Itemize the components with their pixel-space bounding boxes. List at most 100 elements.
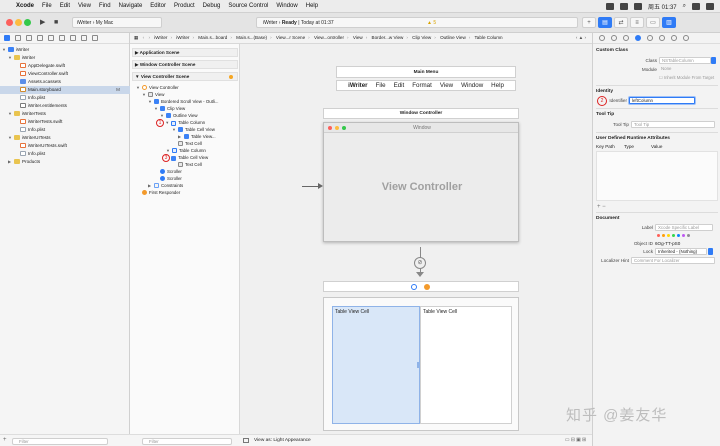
history-inspector-tab-icon[interactable] xyxy=(611,35,617,41)
help-inspector-tab-icon[interactable] xyxy=(623,35,629,41)
inherit-module-checkbox[interactable]: ☐ Inherit Module From Target xyxy=(659,75,715,80)
table-cell-label[interactable]: Table View Cell xyxy=(335,309,370,315)
menu-preview-item[interactable]: View xyxy=(439,82,454,89)
outline-filter-input[interactable]: Filter xyxy=(142,438,232,445)
outline-row[interactable]: ▼Table Cell View xyxy=(172,127,215,133)
main-menu-scene-label[interactable]: Main Menu xyxy=(336,66,516,78)
menu-product[interactable]: Product xyxy=(173,3,195,9)
view-controller-dock-icon[interactable] xyxy=(411,284,417,290)
nav-item-file[interactable]: iWriterUITests.swift xyxy=(0,142,130,150)
debug-tab-icon[interactable] xyxy=(70,35,76,41)
connections-inspector-tab-icon[interactable] xyxy=(671,35,677,41)
color-swatch[interactable] xyxy=(677,234,680,237)
forward-icon[interactable]: › xyxy=(148,35,150,40)
table-column-2[interactable]: Table View Cell xyxy=(420,306,512,424)
column-header[interactable]: Key Path xyxy=(596,144,615,149)
run-icon[interactable]: ▶ xyxy=(40,19,46,26)
scene-header[interactable]: ▶ Application Scene xyxy=(132,48,238,57)
stop-icon[interactable]: ■ xyxy=(54,19,59,26)
menu-edit[interactable]: Edit xyxy=(59,3,71,9)
column-header[interactable]: Type xyxy=(624,144,634,149)
disclosure-closed-icon[interactable]: ▶ xyxy=(135,62,140,67)
menu-window[interactable]: Window xyxy=(276,3,298,9)
outline-row[interactable]: ▼View xyxy=(142,92,165,98)
library-button[interactable]: + xyxy=(582,17,596,28)
appearance-label[interactable]: View as: Light Appearance xyxy=(254,438,311,443)
color-swatch[interactable] xyxy=(662,234,665,237)
label-color-swatches[interactable] xyxy=(657,234,690,237)
menu-view[interactable]: View xyxy=(78,3,91,9)
disclosure-open-icon[interactable]: ▼ xyxy=(8,111,12,116)
source-control-tab-icon[interactable] xyxy=(15,35,21,41)
table-cell-label[interactable]: Table View Cell xyxy=(423,309,458,315)
breadcrumb-item[interactable]: Clip View xyxy=(412,35,432,40)
navigator-filter-input[interactable]: Filter xyxy=(12,438,108,445)
identity-inspector-tab-icon[interactable] xyxy=(635,35,641,41)
color-swatch[interactable] xyxy=(687,234,690,237)
color-swatch[interactable] xyxy=(657,234,660,237)
tooltip-input[interactable]: Tool Tip xyxy=(631,121,715,128)
nav-item-file[interactable]: Assets.xcassets xyxy=(0,78,130,86)
lock-select[interactable]: Inherited - (Nothing) xyxy=(655,248,707,255)
outline-row[interactable]: ▼Clip View xyxy=(154,106,186,112)
window-controller-scene[interactable]: Window View Controller xyxy=(323,122,519,242)
menu-navigate[interactable]: Navigate xyxy=(118,3,143,9)
back-icon[interactable]: ‹ xyxy=(142,35,145,40)
runtime-attributes-table[interactable] xyxy=(596,151,718,201)
control-center-icon[interactable] xyxy=(692,3,700,10)
outline-row[interactable]: Scroller xyxy=(160,168,182,175)
disclosure-open-icon[interactable]: ▼ xyxy=(142,92,146,97)
disclosure-open-icon[interactable]: ▼ xyxy=(160,113,164,118)
project-navigator-tab-icon[interactable] xyxy=(4,35,10,41)
scene-header[interactable]: ▼ View Controller Scene xyxy=(132,72,238,81)
menu-preview-item[interactable]: iWriter xyxy=(348,82,368,89)
outline-row[interactable]: ▼Bordered Scroll View - Outli... xyxy=(148,99,219,105)
window-titlebar[interactable]: Window xyxy=(324,123,518,133)
outline-row-table-column-1[interactable]: 1 ▼Table Column xyxy=(156,119,205,127)
nav-item-file[interactable]: Info.plist xyxy=(0,94,130,102)
outline-row-table-column-2[interactable]: ▼Table Column xyxy=(166,148,206,154)
outline-row[interactable]: 3 Table Cell View xyxy=(162,154,208,162)
bindings-inspector-tab-icon[interactable] xyxy=(683,35,689,41)
nav-item-file[interactable]: AppDelegate.swift xyxy=(0,62,130,70)
segue-icon[interactable]: ⊘ xyxy=(414,257,426,269)
nav-item-group[interactable]: ▶Products xyxy=(8,159,41,165)
breakpoint-tab-icon[interactable] xyxy=(81,35,87,41)
table-column-1[interactable]: Table View Cell xyxy=(332,306,420,424)
scheme-selector[interactable]: iWriter › My Mac xyxy=(72,17,162,28)
view-controller-dock[interactable] xyxy=(323,281,519,292)
identifier-input[interactable]: leftColumn xyxy=(629,97,695,104)
symbol-tab-icon[interactable] xyxy=(26,35,32,41)
disclosure-open-icon[interactable]: ▼ xyxy=(136,85,140,90)
outline-row[interactable]: Text Cell xyxy=(178,161,202,168)
module-select[interactable]: None xyxy=(661,66,672,71)
menu-editor[interactable]: Editor xyxy=(150,3,166,9)
menu-xcode[interactable]: Xcode xyxy=(16,3,35,9)
main-menu-preview[interactable]: iWriter File Edit Format View Window Hel… xyxy=(336,80,516,91)
debug-toggle-button[interactable]: ▭ xyxy=(646,17,660,28)
menu-preview-item[interactable]: Help xyxy=(491,82,504,89)
nav-item-file[interactable]: Info.plist xyxy=(0,126,130,134)
outline-row[interactable]: ▶Table View... xyxy=(178,134,216,140)
nav-item-project[interactable]: ▼iWriter xyxy=(2,47,30,53)
nav-item-file[interactable]: ViewController.swift xyxy=(0,70,130,78)
breadcrumb-item[interactable]: Main.s...board xyxy=(198,35,228,40)
breadcrumb-item[interactable]: iWriter xyxy=(154,35,168,40)
notification-icon[interactable] xyxy=(706,3,714,10)
nav-item-group[interactable]: ▼iWriterUITests xyxy=(8,135,51,141)
first-responder-dock-icon[interactable] xyxy=(424,284,430,290)
menu-preview-item[interactable]: File xyxy=(375,82,386,89)
breadcrumb-item[interactable]: iWriter xyxy=(176,35,190,40)
breadcrumb-item[interactable]: Table Column xyxy=(474,35,503,40)
column-resize-handle[interactable] xyxy=(417,362,419,368)
nav-item-file[interactable]: Info.plist xyxy=(0,150,130,158)
issue-nav-arrows[interactable]: ‹ ▲ › xyxy=(575,35,586,40)
issue-tab-icon[interactable] xyxy=(48,35,54,41)
size-inspector-tab-icon[interactable] xyxy=(659,35,665,41)
disclosure-open-icon[interactable]: ▼ xyxy=(165,120,170,126)
input-method-icon[interactable] xyxy=(633,3,642,10)
disclosure-open-icon[interactable]: ▼ xyxy=(135,74,141,79)
outline-toggle-icon[interactable] xyxy=(243,438,249,443)
inspector-toggle-button[interactable]: ▥ xyxy=(662,17,676,28)
battery-icon[interactable] xyxy=(605,3,614,10)
